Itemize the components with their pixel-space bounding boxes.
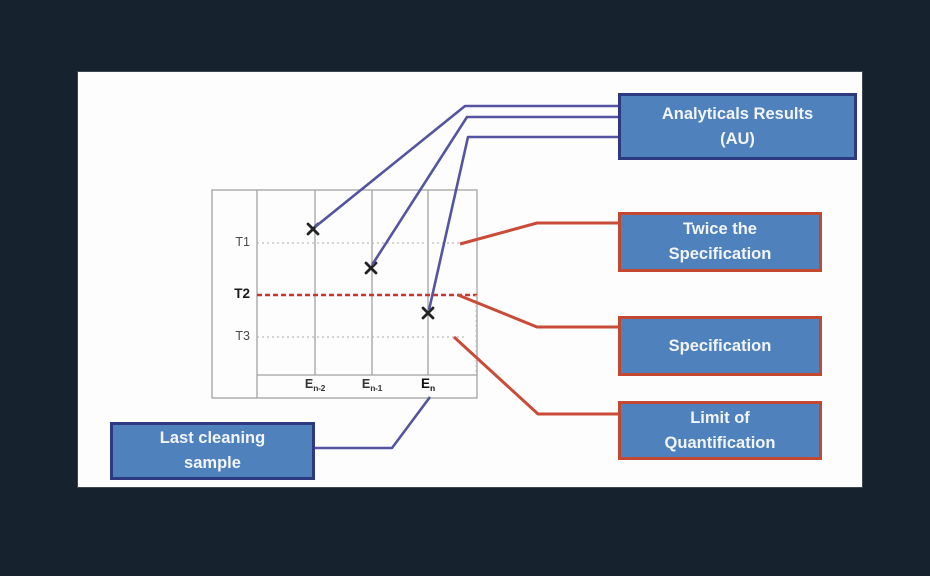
connector-t3-to-loq: [452, 335, 618, 416]
x-marker-en1: [364, 261, 378, 275]
diagram-canvas: [211, 104, 618, 450]
xtick-en1-sub: n-1: [370, 383, 383, 393]
callout-twice-specification: Twice the Specification: [618, 212, 822, 272]
callout-specification: Specification: [618, 316, 822, 376]
xtick-en1: En-1: [350, 377, 394, 393]
xtick-en-base: E: [421, 376, 431, 391]
connector-lastsample-to-en: [315, 396, 432, 450]
ytick-t1: T1: [235, 235, 250, 249]
connector-point2-to-results: [370, 115, 618, 266]
connector-t1-to-twice-spec: [459, 221, 618, 246]
red-connectors: [452, 221, 618, 416]
connector-point3-to-results: [427, 135, 618, 311]
chart-frame: [211, 189, 478, 399]
connector-t2-to-spec: [457, 293, 618, 329]
xtick-en: En: [406, 376, 450, 393]
callout-last-cleaning-sample: Last cleaning sample: [110, 422, 315, 480]
xtick-en1-base: E: [361, 377, 371, 391]
callout-limit-of-quantification: Limit of Quantification: [618, 401, 822, 460]
xtick-en-sub: n: [430, 383, 435, 393]
data-points: [306, 222, 435, 320]
connector-point1-to-results: [314, 104, 618, 229]
xtick-en2-base: E: [304, 377, 314, 391]
callout-analytical-results: Analyticals Results (AU): [618, 93, 857, 160]
ytick-t3: T3: [235, 329, 250, 343]
xtick-en2-sub: n-2: [313, 383, 326, 393]
xtick-en2: En-2: [293, 377, 337, 393]
blue-connectors: [314, 104, 618, 450]
slide-image: T1 T2 T3 En-2 En-1 En Analyticals Result…: [78, 72, 862, 487]
ytick-t2: T2: [234, 286, 250, 301]
x-marker-en: [421, 306, 435, 320]
